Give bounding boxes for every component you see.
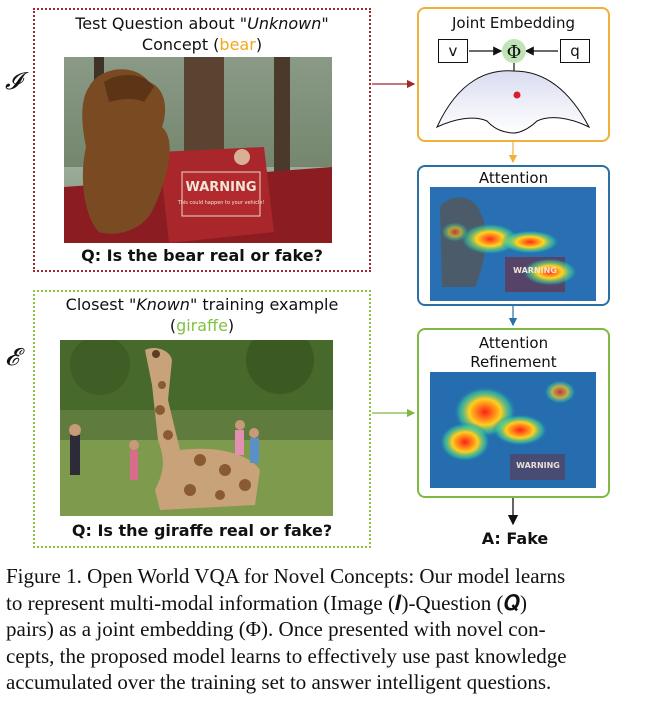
bear-photo: WARNING This could happen to your vehicl… [64,57,332,243]
phi-symbol: Φ [507,42,522,63]
concept-suffix: ) [255,35,263,54]
refinement-title-line1: Attention [478,334,549,352]
known-label: Known [136,295,190,314]
figure-caption: Figure 1. Open World VQA for Novel Conce… [6,563,651,696]
attention-warning-text: WARNING [513,266,557,275]
refinement-title-line2: Refinement [470,353,557,371]
test-heading-prefix: Test Question about [75,14,240,33]
unknown-label: "Unknown" [239,14,329,33]
known-heading-line1: Closest "Known" training example [35,295,369,315]
known-heading-prefix: Closest " [65,295,137,314]
test-heading-line2: Concept (bear) [35,35,369,55]
known-heading-suffix: " training example [189,295,339,314]
test-heading-line1: Test Question about "Unknown" [35,14,369,34]
refined-heatmap: WARNING [430,372,596,488]
answer-text: A: Fake [481,529,549,548]
joint-embedding-title: Joint Embedding [451,14,575,32]
embedding-diagram: Φ [435,39,591,134]
caption-line: pairs) as a joint embedding (Φ). Once pr… [6,617,546,641]
joint-embedding-box: Joint Embedding v q Φ [417,7,610,142]
known-example-panel: Closest "Known" training example (giraff… [5,290,371,548]
attention-heatmap: WARNING [430,187,596,301]
image-symbol-E: 𝓔 [5,343,19,371]
caption-line: cepts, the proposed model learns to effe… [6,643,567,668]
test-question-text: Q: Is the bear real or fake? [81,246,323,265]
q-box: q [560,39,590,63]
image-symbol-I: 𝓘 [5,67,22,95]
concept-prefix: Concept ( [141,35,220,54]
attention-box: Attention WARNING [417,165,610,306]
warning-sign-text: WARNING [185,180,256,195]
warning-sign-subtext: This could happen to your vehicle! [177,200,265,206]
embedding-point [513,91,521,99]
test-question-panel: Test Question about "Unknown" Concept (b… [5,8,371,272]
v-box: v [438,39,468,63]
caption-line: Figure 1. Open World VQA for Novel Conce… [6,564,566,588]
caption-line: to represent multi-modal information (Im… [6,590,527,615]
known-heading-line2: (giraffe) [35,316,369,336]
known-question-text: Q: Is the giraffe real or fake? [71,521,333,540]
known-concept-suffix: ) [227,316,235,335]
phi-node [502,39,526,63]
bear-keyword: bear [219,35,256,54]
giraffe-keyword: giraffe [176,316,228,335]
giraffe-photo [60,340,333,516]
attention-refinement-box: Attention Refinement WARNING [417,328,610,498]
caption-line: accumulated over the training set to ans… [6,670,552,694]
refinement-warning-text: WARNING [516,461,560,470]
known-concept-prefix: ( [169,316,177,335]
attention-title: Attention [478,169,549,187]
embedding-surface [435,70,591,134]
